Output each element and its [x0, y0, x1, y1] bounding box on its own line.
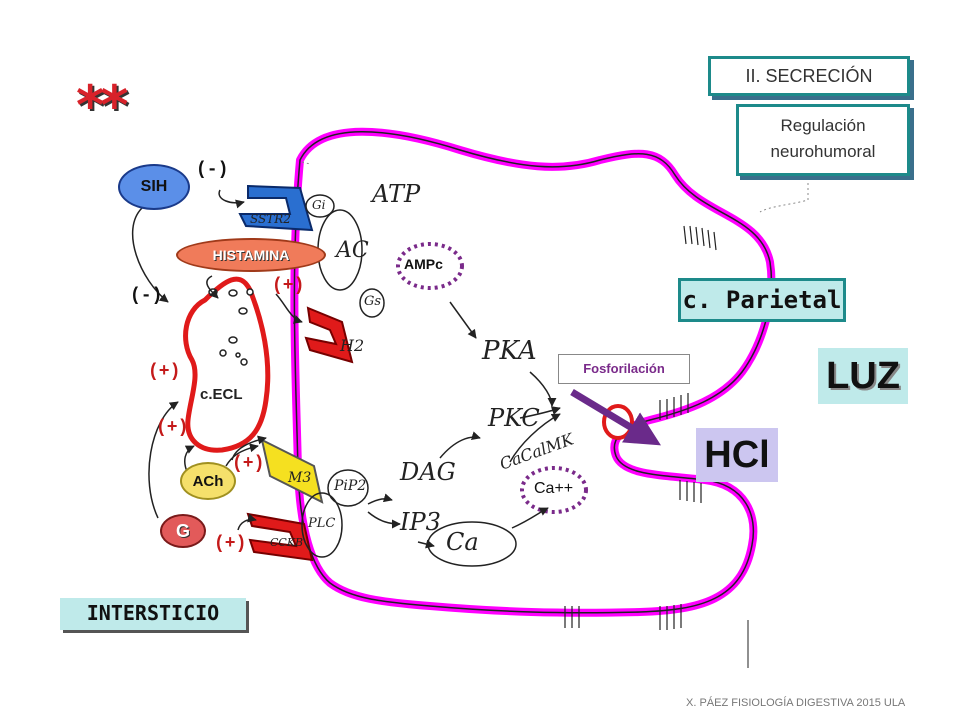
ecl-label: c.ECL	[200, 386, 243, 403]
m3-label: M3	[288, 470, 312, 486]
pka-label: PKA	[482, 336, 537, 366]
dashed-hints	[301, 161, 809, 213]
subtitle-box: Regulación neurohumoral	[736, 104, 910, 176]
ampc-circle	[396, 242, 464, 290]
ca-cytosol-label: Ca	[446, 528, 479, 556]
luz-box: LUZ	[818, 348, 908, 404]
sign-h2-plus: (+)	[272, 276, 305, 296]
sign-hist-minus: (-)	[130, 286, 163, 306]
ach-agent: ACh	[180, 462, 236, 500]
section-title-box: II. SECRECIÓN	[708, 56, 910, 96]
ip3-label: IP3	[400, 508, 441, 536]
stars-mark: **	[76, 74, 129, 137]
cckb-label: CCKB	[270, 536, 304, 549]
sign-ecl-plus-2: (+)	[156, 418, 189, 438]
hcl-box: HCl	[696, 428, 778, 482]
dag-label: DAG	[400, 458, 456, 486]
plc-label: PLC	[308, 516, 336, 531]
sih-label: SIH	[140, 178, 168, 195]
histamina-label: HISTAMINA	[212, 247, 290, 263]
ach-label: ACh	[192, 472, 224, 490]
parietal-cell-membrane	[290, 127, 776, 617]
hcl-secretion-arrow	[570, 388, 662, 446]
sign-sih-minus: (-)	[196, 160, 229, 180]
pip2-label: PiP2	[334, 478, 367, 494]
parietal-label: c. Parietal	[682, 286, 842, 314]
sign-cckb-plus: (+)	[214, 534, 247, 554]
gi-label: Gi	[312, 198, 326, 212]
gi-protein	[305, 194, 335, 218]
ca-internal-label: Ca++	[534, 480, 574, 497]
sstr2-label: SSTR2	[250, 212, 291, 226]
pip2-ellipse	[327, 469, 369, 507]
parietal-label-box: c. Parietal	[678, 278, 846, 322]
luz-label: LUZ	[826, 355, 900, 397]
ca-circle	[520, 466, 588, 514]
ampc-label: AMPc	[404, 256, 443, 272]
fosforilacion-label: Fosforilación	[558, 354, 690, 384]
gs-label: Gs	[364, 294, 382, 309]
gs-protein	[359, 288, 385, 318]
footer-credit: X. PÁEZ FISIOLOGÍA DIGESTIVA 2015 ULA	[686, 697, 906, 709]
pathway-arrows	[131, 189, 561, 549]
h2-receptor	[304, 306, 354, 364]
intersticio-box: INTERSTICIO	[60, 598, 246, 630]
microvilli	[564, 225, 717, 630]
pkc-label: PKC	[488, 404, 540, 432]
sstr2-receptor	[238, 184, 314, 232]
m3-receptor	[260, 438, 324, 504]
cckb-receptor	[246, 512, 314, 562]
gastrin-label: G	[175, 520, 190, 541]
subtitle-text: Regulación neurohumoral	[770, 116, 876, 161]
histamina-agent: HISTAMINA	[176, 238, 326, 272]
ecl-cell	[183, 276, 271, 453]
sign-ecl-plus-1: (+)	[148, 362, 181, 382]
h2-label: H2	[340, 336, 365, 355]
parietal-cell-membrane-inner	[293, 131, 773, 614]
plc-enzyme	[301, 492, 343, 558]
intersticio-label: INTERSTICIO	[86, 601, 220, 625]
hcl-label: HCl	[704, 434, 770, 476]
sih-agent: SIH	[118, 164, 190, 210]
atp-label: ATP	[372, 180, 421, 208]
gastrin-agent: G	[160, 514, 206, 548]
sign-m3-plus: (+)	[232, 454, 265, 474]
section-title: II. SECRECIÓN	[745, 66, 873, 86]
ac-label: AC	[336, 238, 369, 263]
